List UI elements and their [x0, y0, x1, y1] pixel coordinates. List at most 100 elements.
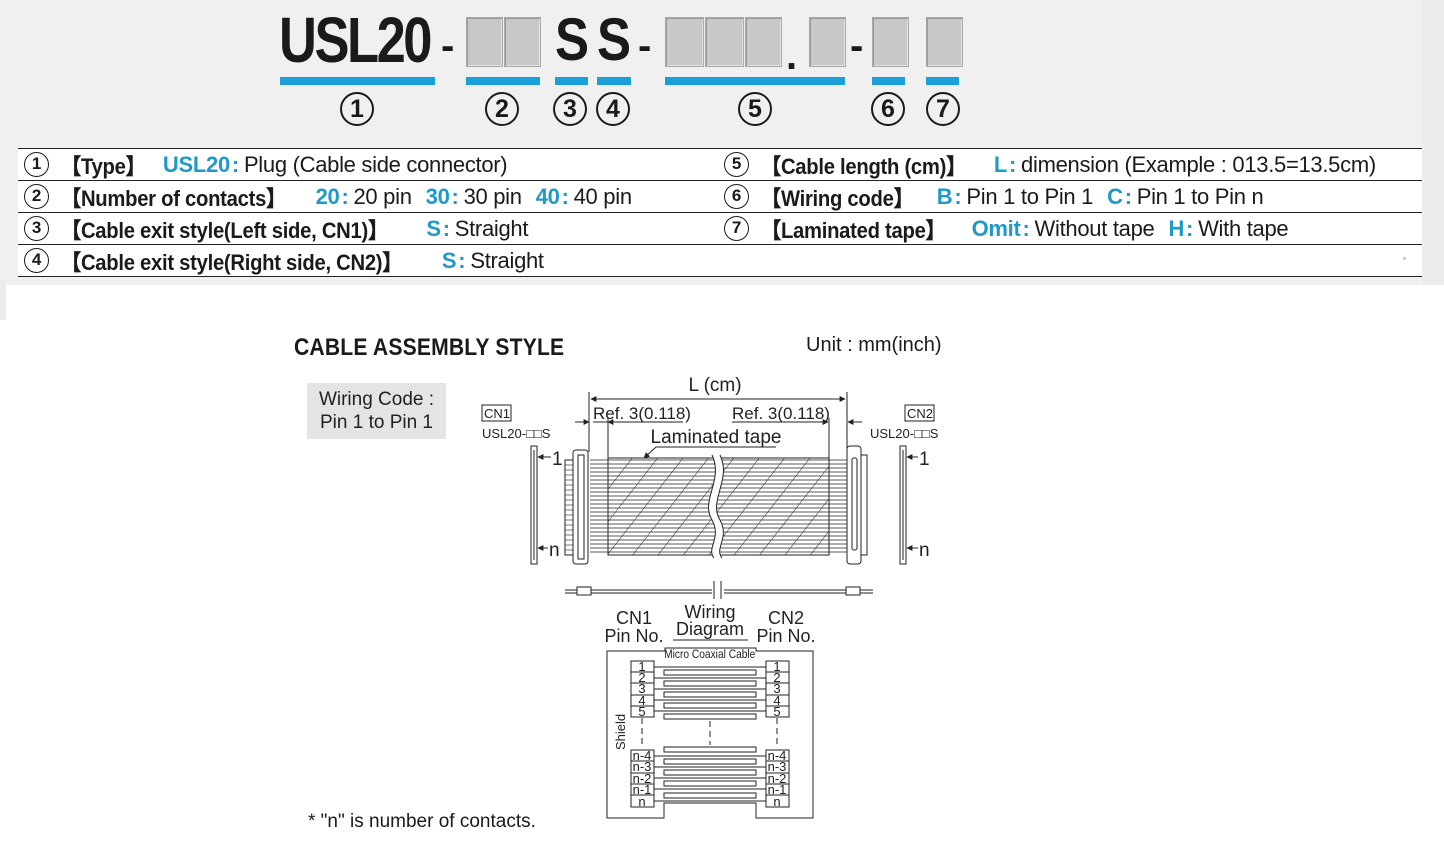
spec-label: 【Cable length (cm)】	[761, 153, 967, 179]
cn2-pin-last: n	[919, 540, 930, 561]
segment-bar-7	[926, 77, 959, 85]
colon: :	[231, 151, 239, 177]
cn1-exit-style-code: S	[555, 6, 590, 73]
segment-bar-5	[665, 77, 845, 85]
top-pin-group: 1 2 3 4 5 1 2 3 4 5	[630, 659, 790, 720]
cn2-pin: 2	[773, 670, 780, 685]
cn1-pin: 2	[638, 670, 645, 685]
spec-cable-length: 5 【Cable length (cm)】 L:dimension (Examp…	[724, 149, 1390, 180]
option-code: H	[1168, 215, 1185, 241]
shield-label: Shield	[613, 714, 628, 750]
cn1-pin: 3	[638, 681, 645, 696]
option-code: 40	[535, 183, 560, 209]
cn2-pin: 3	[773, 681, 780, 696]
segment-bar-3	[555, 77, 588, 85]
cn1-pin: 4	[638, 693, 645, 708]
option-code: S	[426, 215, 441, 241]
colon: :	[1124, 183, 1132, 209]
cn2-part-label: USL20-□□S	[870, 426, 939, 441]
spec-row: 3 【Cable exit style(Left side, CN1)】 S:S…	[18, 212, 1422, 244]
cn2-pin: n-4	[768, 748, 787, 763]
segment-bar-2	[466, 77, 540, 85]
section-title: CABLE ASSEMBLY STYLE	[294, 334, 565, 361]
cn2-pin: n-3	[768, 759, 787, 774]
item-number-5: 5	[724, 152, 749, 177]
colon: :	[1022, 215, 1030, 241]
cn2-connector	[846, 445, 907, 565]
cable-label: Micro Coaxial Cable	[664, 648, 755, 661]
ref-left-label: Ref. 3(0.118)	[593, 404, 691, 423]
cn2-pin: 4	[773, 693, 780, 708]
spec-table: 1 【Type】 USL20:Plug (Cable side connecto…	[18, 148, 1422, 277]
spec-cn1-exit: 3 【Cable exit style(Left side, CN1)】 S:S…	[24, 213, 542, 244]
cn2-pin: n	[773, 794, 780, 809]
cn2-header-line1: CN2	[768, 608, 804, 628]
segment-number-4: 4	[596, 92, 630, 126]
option-code: 20	[315, 183, 340, 209]
cn2-exit-style-code: S	[597, 6, 632, 73]
cn1-pin-first: 1	[552, 449, 563, 470]
cn2-pin: 1	[773, 659, 780, 674]
segment-bar-1	[280, 77, 435, 85]
option-desc: With tape	[1198, 215, 1289, 241]
option-desc: Straight	[470, 247, 544, 273]
cn2-pin: 5	[773, 704, 780, 719]
laminated-tape-label: Laminated tape	[651, 427, 782, 448]
option-desc: 30 pin	[463, 183, 522, 209]
colon: :	[451, 183, 459, 209]
cn1-tag: CN1	[484, 406, 510, 421]
segment-number-6: 6	[871, 92, 905, 126]
item-number-1: 1	[24, 152, 49, 177]
colon: :	[954, 183, 962, 209]
wiring-diagram: CN1 Pin No. Wiring Diagram CN2 Pin No. M…	[604, 602, 816, 819]
option-desc: Pin 1 to Pin 1	[966, 183, 1094, 209]
cable-side-view	[565, 580, 873, 600]
panel-edge	[1422, 0, 1444, 285]
dash-separator: -	[850, 24, 864, 68]
segment-number-3: 3	[553, 92, 587, 126]
cn1-pin: 1	[638, 659, 645, 674]
wiring-code-line1: Wiring Code :	[318, 389, 435, 410]
cn2-pin: n-1	[768, 782, 787, 797]
option-code: USL20	[162, 151, 230, 177]
dash-separator: -	[638, 24, 652, 68]
item-number-7: 7	[724, 216, 749, 241]
cn1-pin: n-3	[633, 759, 652, 774]
wiring-header-line1: Wiring	[684, 602, 735, 622]
option-desc: 40 pin	[573, 183, 632, 209]
cn2-pin-first: 1	[919, 449, 930, 470]
length-decimal-box	[809, 17, 846, 67]
spec-laminated-tape: 7 【Laminated tape】 Omit:Without tape H:W…	[724, 213, 1302, 244]
spec-row: 2 【Number of contacts】 20:20 pin 30:30 p…	[18, 180, 1422, 212]
item-number-4: 4	[24, 248, 49, 273]
cn1-pin: n-1	[633, 782, 652, 797]
decimal-point: .	[786, 34, 798, 78]
spec-label: 【Wiring code】	[761, 185, 914, 211]
length-digit-box	[705, 17, 744, 67]
colon: :	[341, 183, 349, 209]
segment-number-7: 7	[926, 92, 960, 126]
dash-separator: -	[441, 24, 455, 68]
spec-row: 1 【Type】 USL20:Plug (Cable side connecto…	[18, 148, 1422, 180]
spec-type: 1 【Type】 USL20:Plug (Cable side connecto…	[24, 149, 521, 180]
spec-label: 【Laminated tape】	[761, 217, 946, 243]
cn2-header-line2: Pin No.	[756, 626, 815, 646]
cn1-connector	[530, 445, 589, 565]
spec-wiring-code: 6 【Wiring code】 B:Pin 1 to Pin 1 C:Pin 1…	[724, 181, 1277, 212]
cn1-header-line1: CN1	[616, 608, 652, 628]
artifact-dot	[1403, 257, 1406, 260]
colon: :	[561, 183, 569, 209]
option-code: L	[993, 151, 1008, 177]
option-desc: dimension (Example : 013.5=13.5cm)	[1021, 151, 1376, 177]
footnote: * "n" is number of contacts.	[308, 811, 536, 832]
option-code: 30	[425, 183, 450, 209]
contacts-digit-box	[504, 17, 541, 67]
wiring-header-line2: Diagram	[676, 619, 744, 639]
segment-bar-6	[872, 77, 905, 85]
length-label: L (cm)	[688, 375, 741, 396]
option-desc: Pin 1 to Pin n	[1136, 183, 1264, 209]
spec-label: 【Number of contacts】	[61, 185, 287, 211]
item-number-2: 2	[24, 184, 49, 209]
spec-label: 【Cable exit style(Left side, CN1)】	[61, 217, 388, 243]
cn2-pin: n-2	[768, 771, 787, 786]
